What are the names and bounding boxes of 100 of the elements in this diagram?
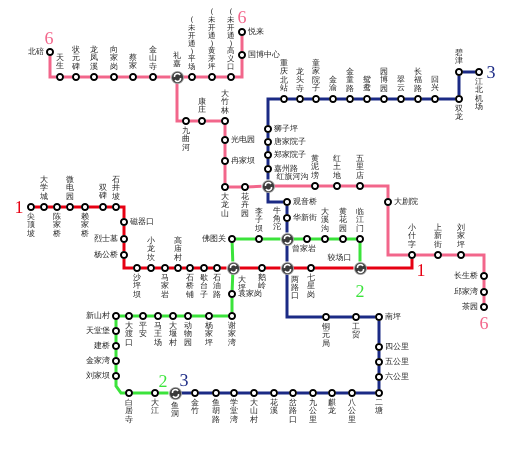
station-circle [133,264,141,272]
station-name: 歇台子 [200,274,208,300]
station-name: 碧津 [454,49,464,66]
station-name: 双龙 [454,105,464,122]
station-circle [375,313,383,321]
metro-line [122,226,126,235]
metro-line [107,206,112,208]
station-name: 石井坡 [112,176,120,201]
metro-line [230,298,234,312]
station-name: 烈士墓 [94,235,118,243]
metro-line [120,206,126,218]
metro-line [442,254,457,256]
station-name: 大堰村 [168,322,178,348]
station-name: 上新街 [434,224,442,249]
station-circle [151,389,159,397]
metro-line [297,392,309,394]
metro-line [216,76,227,78]
station-circle [198,117,206,125]
metro-line [482,296,486,303]
metro-line [388,98,397,100]
station-name: 向家岗 [110,46,118,71]
metro-line [458,76,460,95]
station-circle [241,183,249,191]
station-name: 黄花园 [338,208,348,233]
station-name: 金童路 [346,68,354,93]
metro-line [177,314,184,318]
metro-line [89,206,99,208]
station-circle [280,95,288,103]
metro-line [61,206,66,208]
station-name: 尖顶坡 [26,213,36,238]
metro-line [194,266,200,270]
station-circle [221,157,229,165]
station-name: 天生 [56,54,64,71]
station-circle [264,165,272,173]
metro-line [235,59,244,78]
metro-line [196,76,208,78]
station-name: 麒龙 [328,399,336,416]
station-circle [455,95,463,103]
station-circle [312,95,320,103]
metro-line [304,98,312,100]
metro-line [240,266,258,270]
metro-line [378,351,380,358]
station-circle [154,312,162,320]
station-circle [414,95,422,103]
station-name: 黄泥塝 [310,154,320,180]
metro-line [286,246,288,262]
station-name: 大学城 [40,176,48,201]
transfer-station-icon [354,262,366,274]
station-circle [228,235,236,243]
station-circle [147,264,155,272]
station-name: 南坪 [385,313,401,321]
metro-line [266,98,280,125]
station-name: 狮子坪 [274,125,298,133]
station-circle [228,312,236,320]
metro-line [48,56,56,78]
metro-line [366,259,414,270]
station-name: 石桥铺 [186,274,194,300]
station-circle [356,182,364,190]
metro-line [122,259,133,270]
metro-line [286,206,288,214]
station-circle [375,389,383,397]
station-circle [191,389,199,397]
metro-line [330,316,352,318]
metro-line [258,392,270,394]
metro-line [378,366,380,373]
metro-line [157,76,170,78]
station-name: 茶园 [462,303,478,311]
metro-line [208,266,213,270]
station-name: 赖家桥 [80,213,90,238]
station-name: 悦来 [248,28,264,36]
metro-line [206,120,221,122]
station-circle [112,342,120,350]
metro-line [405,98,414,100]
station-name: 冉家坝 [231,157,255,165]
station-name: 四公里 [385,343,409,351]
metro-line [286,222,288,232]
transfer-station-icon [168,386,182,400]
metro-line [133,392,151,394]
station-circle [480,288,488,296]
line-number: 1 [14,198,24,216]
station-name: 动物园 [184,322,192,348]
metro-line [341,184,356,188]
station-name: 龙凤溪 [90,46,98,71]
metro-line [266,266,280,270]
station-name: 九公里 [308,399,318,424]
station-name: 小什字 [408,224,416,249]
metro-line [236,238,255,240]
station-circle [184,312,192,320]
metro-line [311,238,321,240]
station-circle [149,73,157,81]
station-name: 北碚 [28,48,44,56]
metro-line [147,314,154,318]
station-circle [227,73,235,81]
station-name: 金渝 [328,76,338,93]
metro-line [263,238,280,240]
station-name: 工贸 [352,323,360,340]
station-name: 刘家坪 [456,224,466,249]
station-circle [221,117,229,125]
station-name: 微电园 [66,176,74,201]
station-circle [328,389,336,397]
